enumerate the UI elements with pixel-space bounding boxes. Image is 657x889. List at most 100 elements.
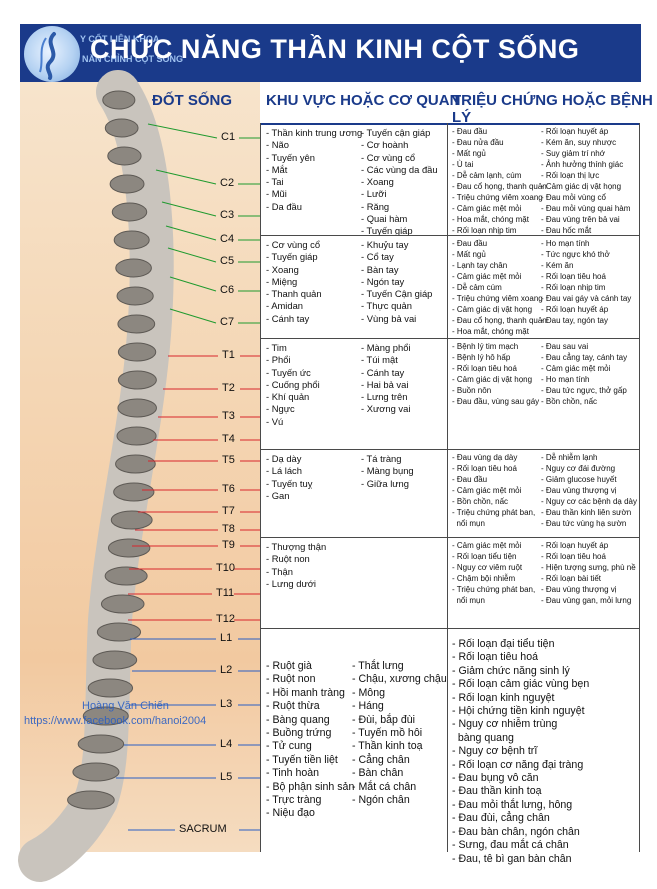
vertebra-label-t5: T5 xyxy=(222,454,235,466)
row-6-area-b: - Thắt lưng - Chậu, xương chậu - Mông - … xyxy=(352,660,447,807)
vertebra-label-l5: L5 xyxy=(220,771,233,783)
nerve-line-c6 xyxy=(169,276,260,292)
row-5-sym-b: - Rối loạn huyết áp - Rối loạn tiêu hoá … xyxy=(541,541,636,605)
vertebra-bone xyxy=(96,622,142,642)
vertebra-bone xyxy=(111,202,148,222)
column-header-area: KHU VỰC HOẶC CƠ QUAN xyxy=(266,92,461,109)
row-5-sym-a: - Cảm giác mệt mỏi - Rối loạn tiểu tiện … xyxy=(452,541,536,605)
logo-text: Y CỐT LIÊN KHOA xyxy=(80,34,160,44)
vertebra-label-t8: T8 xyxy=(222,523,235,535)
row-divider xyxy=(260,628,640,629)
row-2-sym-b: - Ho mạn tính - Tức ngực khó thở - Kém ă… xyxy=(541,239,632,325)
vertebra-label-l3: L3 xyxy=(220,698,233,710)
vertebra-label-c3: C3 xyxy=(220,209,235,221)
watermark-url[interactable]: https://www.facebook.com/hanoi2004 xyxy=(24,715,207,727)
nerve-line-c2 xyxy=(155,169,260,185)
column-header-symptoms: TRIỆU CHỨNG HOẶC BỆNH LÝ xyxy=(452,92,653,126)
row-4-sym-b: - Dễ nhiễm lạnh - Nguy cơ đái đường - Gi… xyxy=(541,453,637,528)
logo-subtext: NẮN CHỈNH CỘT SỐNG xyxy=(82,54,183,64)
row-1-area-b: - Tuyến cận giáp - Cơ hoành - Cơ vùng cổ… xyxy=(361,127,438,237)
row-divider xyxy=(260,537,640,538)
row-1-sym-b: - Rối loạn huyết áp - Kém ăn, suy nhược … xyxy=(541,127,631,235)
row-3-sym-a: - Bệnh lý tim mạch - Bệnh lý hô hấp - Rố… xyxy=(452,342,540,406)
vertebra-label-t6: T6 xyxy=(222,483,235,495)
row-2-area-a: - Cơ vùng cổ - Tuyến giáp - Xoang - Miện… xyxy=(266,239,322,324)
vertebra-label-t7: T7 xyxy=(222,505,235,517)
vertebra-label-c1: C1 xyxy=(221,131,236,143)
vertebra-bone xyxy=(100,594,145,614)
row-3-sym-b: - Đau sau vai - Đau cẳng tay, cánh tay -… xyxy=(541,342,628,406)
nerve-line-c4 xyxy=(165,225,260,241)
vertebra-bone xyxy=(109,174,145,194)
vertebra-bone xyxy=(116,426,157,446)
nerve-line-c5 xyxy=(167,247,260,263)
row-divider xyxy=(260,235,640,236)
vertebra-label-c5: C5 xyxy=(220,255,235,267)
vertebra-bone xyxy=(113,230,150,250)
row-6-sym-a: - Rối loạn đại tiểu tiện - Rối loạn tiêu… xyxy=(452,638,590,865)
vertebra-bone xyxy=(82,706,129,726)
vertebra-label-t4: T4 xyxy=(222,433,235,445)
vertebra-label-t11: T11 xyxy=(216,587,235,599)
row-4-sym-a: - Đau vùng dạ dày - Rối loạn tiêu hoá - … xyxy=(452,453,536,528)
row-divider xyxy=(260,338,640,339)
vertebra-label-l2: L2 xyxy=(220,664,233,676)
vertebra-bone xyxy=(116,286,154,306)
row-2-sym-a: - Đau đầu - Mất ngủ - Lạnh tay chân - Cả… xyxy=(452,239,547,336)
vertebra-bone xyxy=(87,678,134,698)
vertebra-label-t12: T12 xyxy=(216,613,235,625)
vertebra-label-c2: C2 xyxy=(220,177,235,189)
watermark-name: Hoàng Văn Chiến xyxy=(82,700,169,712)
vertebra-label-t3: T3 xyxy=(222,410,235,422)
row-3-area-a: - Tim - Phổi - Tuyến ức - Cuống phổi - K… xyxy=(266,342,320,427)
vertebra-bone xyxy=(115,454,156,474)
row-4-area-b: - Tá tràng - Màng bụng - Giữa lưng xyxy=(361,453,414,489)
nerve-line-c3 xyxy=(161,201,260,217)
vertebra-label-t9: T9 xyxy=(222,539,235,551)
vertebra-bone xyxy=(117,314,156,334)
row-1-area-a: - Thần kinh trung ương - Não - Tuyến yên… xyxy=(266,127,363,212)
vertebra-bone xyxy=(117,342,157,362)
spine-logo-icon xyxy=(24,26,80,82)
vertebra-bone xyxy=(113,482,155,502)
vertebra-bone xyxy=(117,370,157,390)
vertebra-label-t1: T1 xyxy=(222,349,235,361)
vertebra-bone xyxy=(115,258,152,278)
vertebra-bone xyxy=(104,118,139,138)
row-5-area-a: - Thượng thận - Ruột non - Thận - Lưng d… xyxy=(266,541,327,589)
vertebra-bone xyxy=(77,734,125,754)
column-header-vertebra: ĐỐT SỐNG xyxy=(152,92,233,109)
page-title: CHỨC NĂNG THẦN KINH CỘT SỐNG xyxy=(90,34,580,64)
table-divider xyxy=(260,123,261,852)
vertebra-bone xyxy=(107,538,151,558)
vertebra-bone xyxy=(107,146,142,166)
vertebra-bone xyxy=(92,650,138,670)
vertebra-bone xyxy=(72,762,120,782)
row-divider xyxy=(260,449,640,450)
row-4-area-a: - Dạ dày - Lá lách - Tuyến tuỵ - Gan xyxy=(266,453,313,501)
nerve-line-c1 xyxy=(147,123,260,139)
vertebra-label-c7: C7 xyxy=(220,316,235,328)
vertebra-bone xyxy=(104,566,148,586)
vertebra-label-t10: T10 xyxy=(216,562,235,574)
vertebra-label-c6: C6 xyxy=(220,284,235,296)
vertebra-label-l4: L4 xyxy=(220,738,233,750)
vertebra-label-t2: T2 xyxy=(222,382,235,394)
vertebra-label-l1: L1 xyxy=(220,632,233,644)
nerve-line-c7 xyxy=(169,308,260,324)
vertebra-bone xyxy=(67,790,115,810)
table-divider xyxy=(447,123,448,852)
header-underline xyxy=(260,123,640,125)
vertebra-bone xyxy=(110,510,153,530)
vertebra-bone xyxy=(102,90,136,110)
row-3-area-b: - Màng phổi - Túi mật - Cánh tay - Hai b… xyxy=(361,342,411,415)
row-6-area-a: - Ruột già - Ruột non - Hồi manh tràng -… xyxy=(266,660,355,820)
table-divider xyxy=(639,123,640,852)
vertebra-label-sacrum: SACRUM xyxy=(179,823,227,835)
row-1-sym-a: - Đau đầu - Đau nửa đầu - Mất ngủ - Ù ta… xyxy=(452,127,547,235)
vertebra-label-c4: C4 xyxy=(220,233,235,245)
row-2-area-b: - Khuỷu tay - Cổ tay - Bàn tay - Ngón ta… xyxy=(361,239,433,324)
vertebra-bone xyxy=(117,398,157,418)
